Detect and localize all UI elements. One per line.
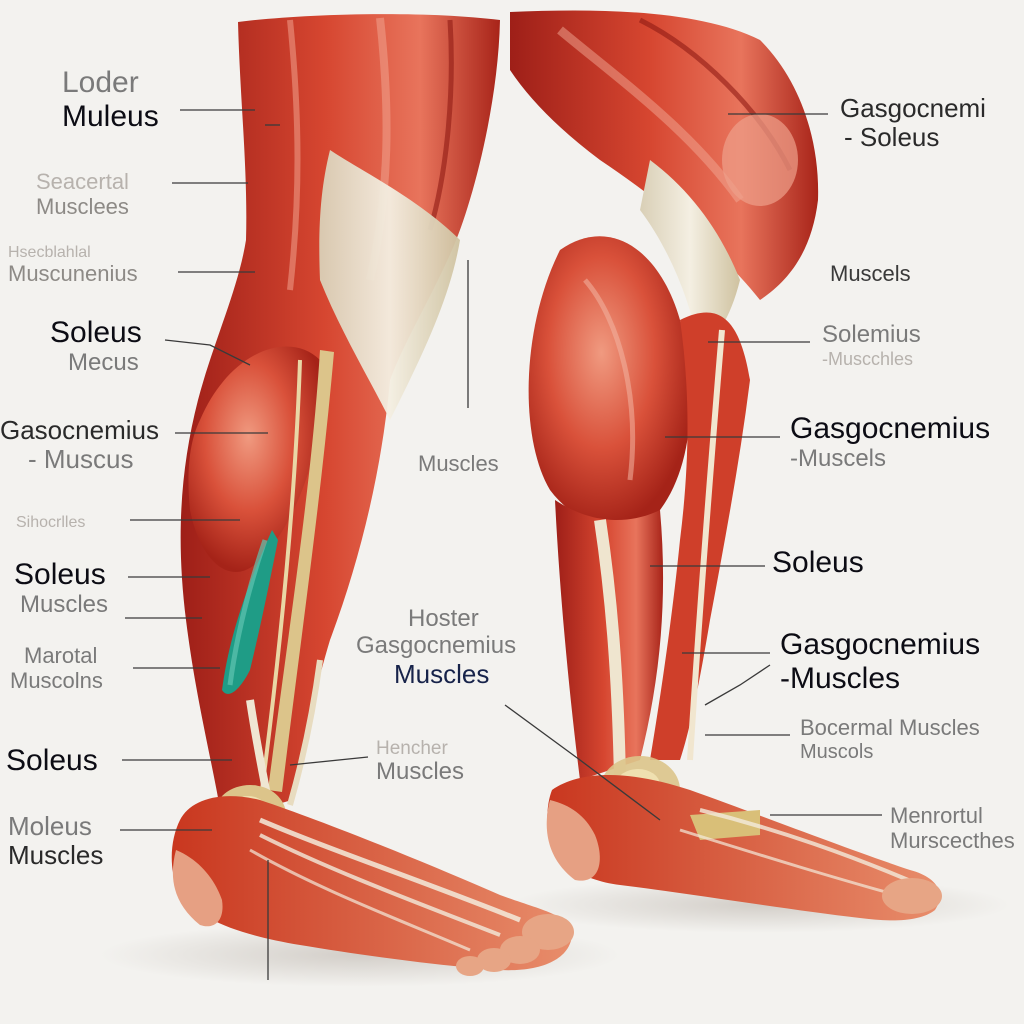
label-left-2-line2: Musclees: [36, 193, 129, 219]
label-right-4: Gasgocnemius -Muscels: [790, 412, 990, 472]
label-right-8-line2: Murscecthes: [890, 827, 1015, 853]
label-right-4-line1: Gasgocnemius: [790, 412, 991, 445]
label-left-6: Sihocrlles: [16, 514, 85, 532]
label-left-8-line2: Muscolns: [10, 667, 103, 693]
label-left-1: Loder Muleus: [62, 66, 159, 133]
label-right-7-line2: Muscols: [800, 740, 874, 763]
label-right-8-line1: Menrortul: [890, 803, 983, 828]
label-left-8: Marotal Muscolns: [10, 643, 103, 693]
label-right-8: Menrortul Murscecthes: [890, 803, 1015, 853]
left-leg: [171, 14, 574, 976]
label-right-5: Soleus: [772, 546, 864, 580]
label-left-4: Soleus Mecus: [50, 316, 142, 376]
label-right-2-line1: Muscels: [830, 261, 911, 286]
label-right-1-line2: - Soleus: [844, 122, 940, 153]
right-leg: [510, 10, 942, 921]
label-right-1: Gasgocnemi - Soleus: [840, 93, 986, 153]
label-left-7: Soleus Muscles: [14, 558, 108, 618]
label-center-1: Muscles: [418, 451, 499, 477]
label-right-7-line1: Bocermal Muscles: [800, 715, 980, 740]
label-left-3-line2: Muscunenius: [8, 260, 138, 286]
label-right-4-line2: -Muscels: [790, 444, 887, 472]
label-right-7: Bocermal Muscles Muscols: [800, 715, 980, 763]
label-left-10: Moleus Muscles: [8, 811, 104, 871]
label-left-4-line2: Mecus: [68, 348, 139, 376]
label-center-3-line1: Hencher: [376, 738, 448, 759]
label-left-5-line1: Gasocnemius: [0, 415, 159, 445]
label-center-3-line2: Muscles: [376, 758, 465, 786]
label-right-6-line1: Gasgocnemius: [780, 628, 981, 661]
label-left-4-line1: Soleus: [50, 316, 142, 349]
label-right-1-line1: Gasgocnemi: [840, 93, 986, 123]
label-left-2: Seacertal Musclees: [36, 169, 129, 219]
label-right-3: Solemius -Muscchles: [822, 321, 921, 369]
label-right-3-line2: -Muscchles: [822, 348, 914, 369]
label-right-3-line1: Solemius: [822, 321, 921, 348]
label-right-6: Gasgocnemius -Muscles: [780, 628, 980, 695]
label-left-3: Hsecblahlal Muscunenius: [8, 244, 138, 287]
label-center-2-line2: Gasgocnemius: [356, 631, 517, 659]
label-right-2: Muscels: [830, 261, 911, 287]
label-center-3: Hencher Muscles: [376, 738, 464, 786]
label-left-5-line2: - Muscus: [28, 444, 134, 475]
label-left-10-line1: Moleus: [8, 811, 92, 841]
label-right-6-line2: -Muscles: [780, 661, 901, 695]
label-left-8-line1: Marotal: [24, 643, 98, 668]
label-center-2: Hoster Gasgocnemius Muscles: [356, 605, 517, 689]
label-left-3-line1: Hsecblahlal: [8, 244, 91, 261]
label-left-2-line1: Seacertal: [36, 169, 129, 194]
label-center-2-line1: Hoster: [408, 605, 479, 632]
label-left-7-line1: Soleus: [14, 558, 106, 591]
label-left-10-line2: Muscles: [8, 840, 104, 871]
label-center-2-line3: Muscles: [394, 658, 490, 689]
label-left-9: Soleus: [6, 744, 98, 778]
label-left-5: Gasocnemius - Muscus: [0, 415, 159, 475]
leader-lines: [120, 109, 882, 980]
label-left-6-line1: Sihocrlles: [16, 514, 86, 531]
label-left-1-line1: Loder: [62, 66, 139, 99]
label-left-1-line2: Muleus: [62, 99, 159, 133]
label-left-7-line2: Muscles: [20, 590, 109, 618]
label-center-1-line1: Muscles: [418, 451, 499, 476]
label-right-5-line1: Soleus: [772, 546, 864, 579]
label-left-9-line1: Soleus: [6, 744, 98, 777]
